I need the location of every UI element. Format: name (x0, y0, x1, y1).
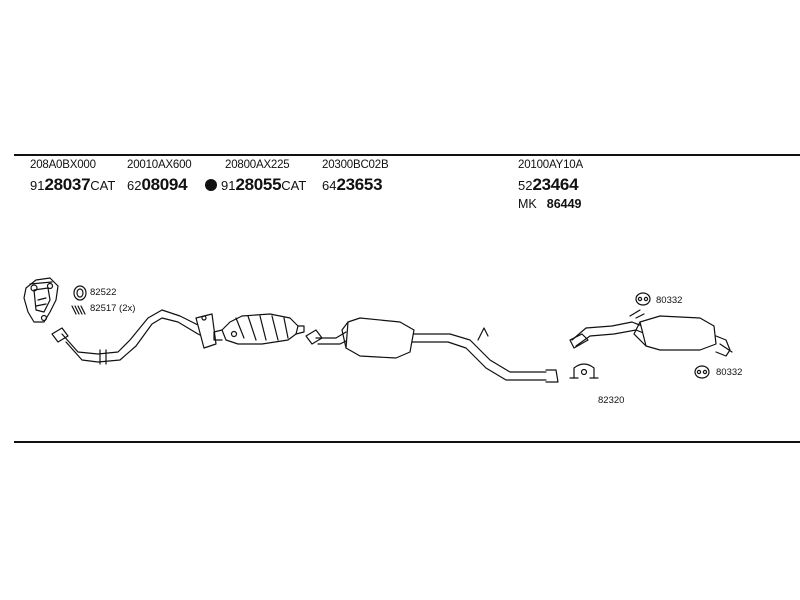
hanger-rubber-top-icon (635, 292, 651, 306)
catalytic-converter-drawing (213, 313, 305, 345)
bottom-divider (14, 441, 800, 443)
hanger-rubber-bottom-icon (694, 365, 710, 379)
bolts-icon (71, 305, 86, 315)
part-code: 9128055CAT (205, 176, 306, 194)
label-hanger-top: 80332 (656, 295, 683, 306)
oem-number: 20100AY10A (518, 159, 583, 171)
oem-number: 20010AX600 (127, 159, 192, 171)
oem-number: 20300BC02B (322, 159, 389, 171)
part-front-pipe: 20010AX600 6208094 (127, 159, 192, 194)
label-bolts-front: 82517 (2x) (90, 303, 136, 314)
top-divider (14, 154, 800, 156)
label-clamp-rear: 82320 (598, 395, 625, 406)
rear-silencer-drawing (569, 309, 733, 357)
label-hanger-bottom: 80332 (716, 367, 743, 378)
manifold-catalyst-drawing (23, 277, 59, 323)
gasket-ring-icon (73, 285, 87, 301)
part-code: 5223464 (518, 174, 579, 194)
front-pipe-drawing (51, 309, 217, 365)
part-code: 6423653 (322, 174, 383, 194)
part-code: 9128037CAT (30, 174, 116, 194)
middle-silencer-drawing (305, 317, 559, 383)
bullet-dot-icon (205, 178, 217, 191)
clamp-icon (569, 363, 599, 379)
part-manifold-cat: 208A0BX000 9128037CAT (30, 159, 116, 194)
part-middle-silencer: 20300BC02B 6423653 (322, 159, 389, 194)
part-catalytic-converter: 20800AX225 9128055CAT (205, 159, 306, 194)
oem-number: 208A0BX000 (30, 159, 96, 171)
part-code: 6208094 (127, 174, 188, 194)
label-gasket-front: 82522 (90, 287, 117, 298)
oem-number: 20800AX225 (225, 159, 290, 171)
